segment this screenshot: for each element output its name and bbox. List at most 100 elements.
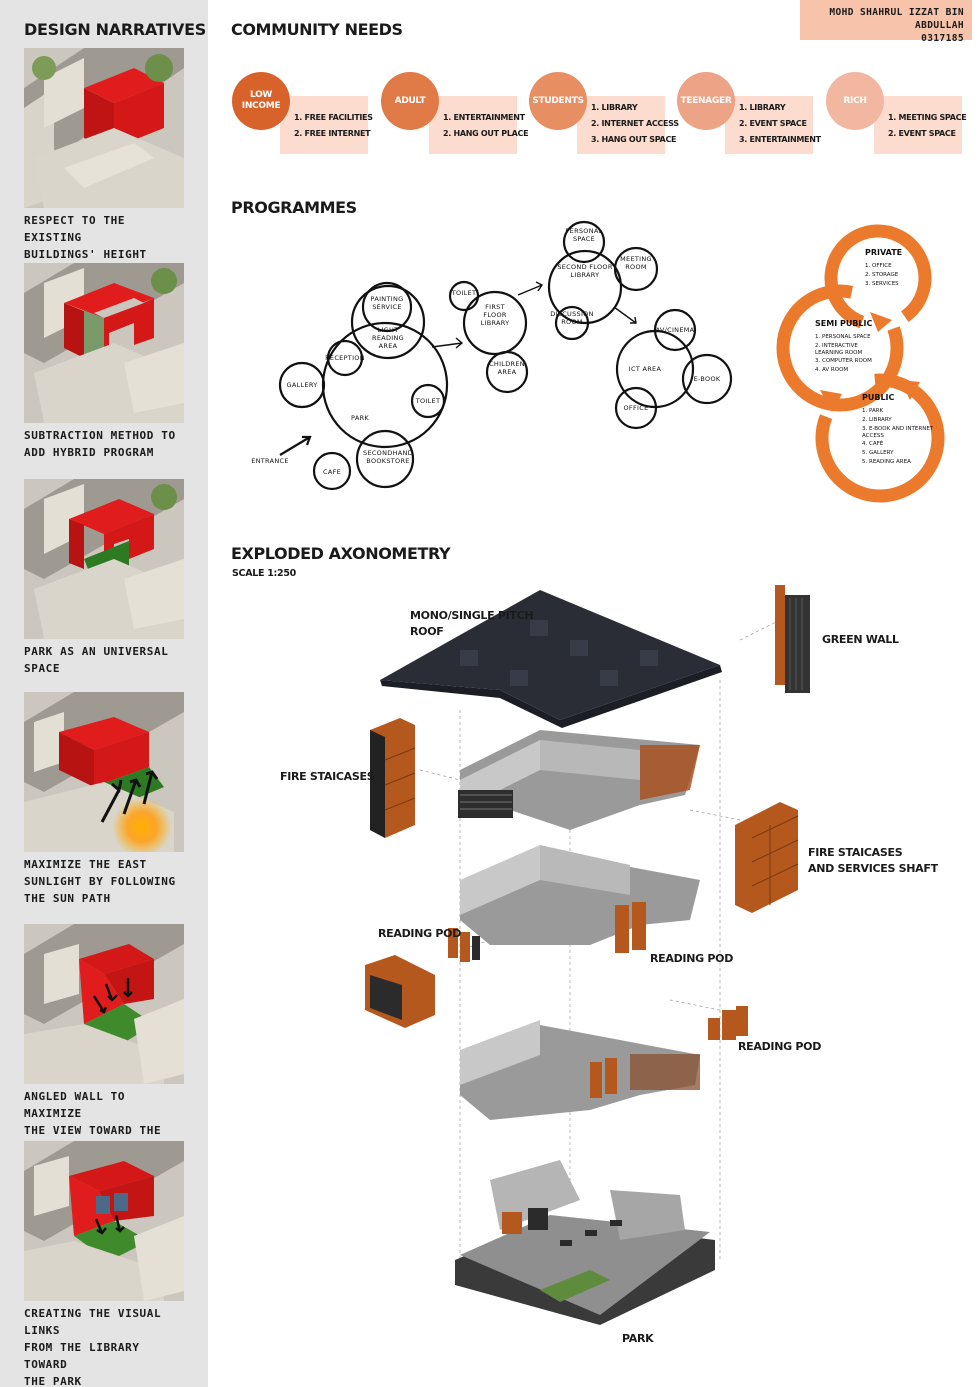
zone-item: 3. COMPUTER ROOM: [815, 358, 872, 364]
zone-item: 2. STORAGE: [865, 272, 899, 278]
zone-item: ACCESS: [862, 433, 884, 439]
green-wall: [775, 585, 810, 693]
zone-item: 1. PERSONAL SPACE: [815, 334, 871, 340]
green-wall-label: GREEN WALL: [822, 633, 899, 646]
bubble-discussion: [554, 305, 590, 341]
narrative-caption: RESPECT TO THE EXISTING BUILDINGS' HEIGH…: [24, 214, 147, 261]
bubble-children: [485, 350, 529, 394]
bubble-label-office: OFFICE: [624, 404, 649, 412]
reading-pod-label-c: READING POD: [738, 1040, 822, 1053]
need-item: 2. HANG OUT PLACE: [443, 129, 529, 138]
zone-title-public: PUBLIC: [862, 393, 895, 402]
ground-floor-slab: [460, 1020, 700, 1120]
zone-item: 2. INTERACTIVE: [815, 343, 858, 349]
bubble-label-cafe: CAFE: [323, 468, 341, 476]
reading-pod-label-a: READING POD: [378, 927, 462, 940]
narrative-item: RESPECT TO THE EXISTING BUILDINGS' HEIGH…: [24, 48, 184, 263]
narrative-diagram: [24, 1141, 184, 1301]
narrative-item: MAXIMIZE THE EAST SUNLIGHT BY FOLLOWING …: [24, 692, 184, 907]
need-item: 1. MEETING SPACE: [888, 113, 967, 122]
bubble-reception: [326, 339, 364, 377]
bubble-cafe: [312, 451, 352, 491]
zone-item: 1. PARK: [862, 408, 884, 414]
author-name: MOHD SHAHRUL IZZAT BIN ABDULLAH: [829, 7, 964, 31]
fire-staircase-right-label: FIRE STAICASES AND SERVICES SHAFT: [808, 846, 938, 875]
zone-item: 4. AV ROOM: [815, 367, 848, 373]
roof-label: MONO/SINGLE PITCH ROOF: [410, 609, 534, 638]
need-item: 1. FREE FACILITIES: [294, 113, 373, 122]
community-needs-title: COMMUNITY NEEDS: [231, 20, 403, 39]
need-item: 2. INTERNET ACCESS: [591, 119, 679, 128]
bubble-ebook: [681, 353, 733, 405]
second-floor-slab: [458, 730, 700, 830]
zone-item: 2. LIBRARY: [862, 417, 892, 423]
author-id: 0317185: [921, 33, 964, 44]
bubble-secondhand: [355, 429, 415, 489]
axonometry-scale: SCALE 1:250: [232, 568, 296, 579]
narrative-caption: MAXIMIZE THE EAST SUNLIGHT BY FOLLOWING …: [24, 858, 176, 905]
fire-staircase-left: [370, 718, 416, 838]
need-group-label: RICH: [826, 72, 884, 130]
first-floor-slab: [460, 845, 700, 953]
need-group-label: TEENAGER: [677, 72, 735, 130]
zone-title-semi-public: SEMI PUBLIC: [815, 319, 872, 328]
narrative-item: SUBTRACTION METHOD TO ADD HYBRID PROGRAM: [24, 263, 184, 461]
narrative-item: CREATING THE VISUAL LINKS FROM THE LIBRA…: [24, 1141, 184, 1387]
entrance-arrow-icon: [279, 435, 312, 456]
bubble-light-reading: [350, 284, 426, 360]
bubble-gallery: [278, 361, 326, 409]
bubble-label-ebook: E-BOOK: [694, 375, 721, 383]
narrative-item: PARK AS AN UNIVERSAL SPACE: [24, 479, 184, 677]
zone-item: LEARNING ROOM: [815, 350, 862, 356]
reading-pod-c: [708, 1006, 748, 1040]
bubble-label-av: AV/CINEMA: [656, 326, 695, 334]
bubble-label-gallery: GALLERY: [286, 381, 317, 389]
need-group-label: LOW INCOME: [232, 72, 290, 130]
narrative-caption: CREATING THE VISUAL LINKS FROM THE LIBRA…: [24, 1307, 162, 1387]
need-item: 3. ENTERTAINMENT: [739, 135, 821, 144]
bubble-toilet-a: [410, 383, 446, 419]
axonometry-title: EXPLODED AXONOMETRY: [231, 544, 451, 563]
need-list: 1. FREE FACILITIES 2. FREE INTERNET: [280, 96, 373, 154]
need-item: 2. FREE INTERNET: [294, 129, 371, 138]
bubble-label-entrance: ENTRANCE: [251, 457, 289, 465]
design-narratives-title: DESIGN NARRATIVES: [24, 20, 206, 39]
need-item: 3. HANG OUT SPACE: [591, 135, 677, 144]
narrative-diagram: [24, 479, 184, 639]
narrative-diagram: [24, 692, 184, 852]
bubble-label-toilet-b: TOILET: [451, 289, 477, 297]
zone-item: 3. SERVICES: [865, 281, 899, 287]
narrative-caption: SUBTRACTION METHOD TO ADD HYBRID PROGRAM: [24, 429, 176, 459]
exploded-axonometry-drawing: [365, 585, 810, 1325]
zone-item: 5. GALLERY: [862, 450, 894, 456]
park-label: PARK: [622, 1332, 654, 1345]
need-item: 1. LIBRARY: [739, 103, 786, 112]
narrative-diagram: [24, 924, 184, 1084]
need-group-label: STUDENTS: [529, 72, 587, 130]
zone-title-private: PRIVATE: [865, 248, 902, 257]
programmes-title: PROGRAMMES: [231, 198, 357, 217]
bubble-painting: [361, 281, 413, 333]
need-item: 2. EVENT SPACE: [888, 129, 956, 138]
ring-arrow-icon: [900, 380, 920, 400]
need-group-label: ADULT: [381, 72, 439, 130]
bubble-first-floor: [462, 290, 528, 356]
park-base: [455, 1160, 715, 1325]
author-tag: MOHD SHAHRUL IZZAT BIN ABDULLAH 0317185: [800, 0, 972, 44]
reading-pod-a: [448, 928, 480, 962]
bubble-label-park: PARK: [351, 414, 369, 422]
reading-pod-b: [365, 955, 435, 1028]
narrative-diagram: [24, 48, 184, 208]
